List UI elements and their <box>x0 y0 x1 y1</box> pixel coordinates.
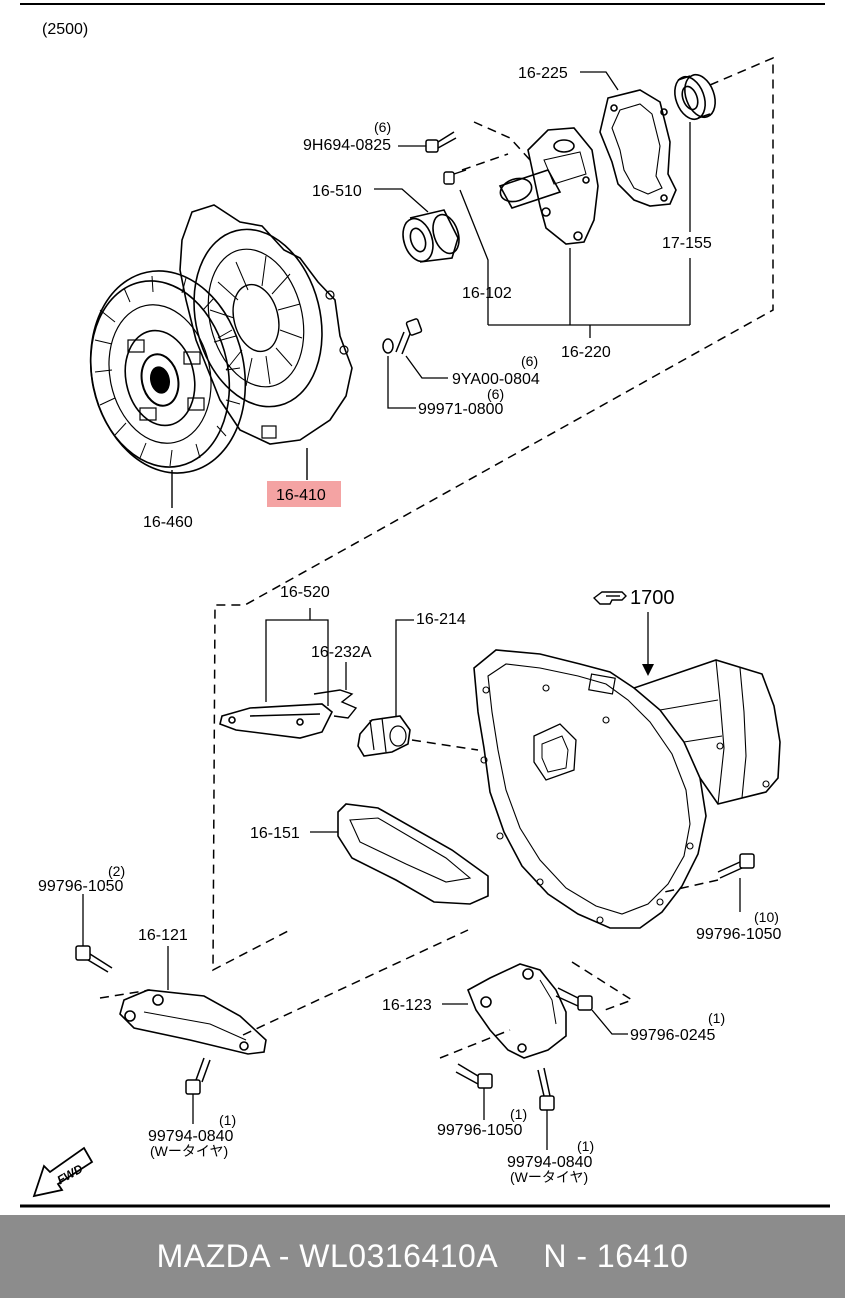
label-99794-0840-a: 99794-0840 <box>148 1128 234 1145</box>
part-number-caption: MAZDA - WL0316410A N - 16410 <box>156 1238 689 1274</box>
label-16-510: 16-510 <box>312 183 362 200</box>
spring-16-232a[interactable] <box>313 689 358 719</box>
qty-9h694: (6) <box>374 119 391 135</box>
bolt-16-102[interactable] <box>443 169 467 185</box>
label-9ya00-0804: 9YA00-0804 <box>452 371 540 388</box>
cover-16-123[interactable] <box>466 963 567 1059</box>
label-9h694-0825: 9H694-0825 <box>303 137 391 154</box>
washer-99971-0800[interactable] <box>382 338 394 354</box>
label-99796-1050-a: 99796-1050 <box>38 878 124 895</box>
qty-99796-a: (2) <box>108 863 125 879</box>
qty-99796-c: (1) <box>708 1010 725 1026</box>
release-bearing-16-510[interactable] <box>398 209 464 265</box>
label-16-121: 16-121 <box>138 927 188 944</box>
label-16-220: 16-220 <box>561 344 611 361</box>
qty-99794-a: (1) <box>219 1112 236 1128</box>
cover-plate-16-121[interactable] <box>119 989 267 1055</box>
release-fork-16-520[interactable] <box>219 703 334 739</box>
gasket-16-225[interactable] <box>599 89 677 207</box>
footer-bar: MAZDA - WL0316410A N - 16410 <box>0 1215 845 1298</box>
pressure-plate-16-410[interactable] <box>176 204 353 445</box>
label-16-151: 16-151 <box>250 825 300 842</box>
qty-99794-b: (1) <box>577 1138 594 1154</box>
label-1700: 1700 <box>630 587 675 609</box>
label-99796-1050-d: 99796-1050 <box>437 1122 523 1139</box>
fwd-arrow-icon: FWD <box>32 1146 94 1198</box>
qty-99796-d: (1) <box>510 1106 527 1122</box>
dust-cover-16-151[interactable] <box>337 803 489 905</box>
note-99794-a: (Wータイヤ) <box>150 1143 228 1159</box>
bolt-99796-1050-2[interactable] <box>75 945 113 973</box>
clutch-disc-16-460[interactable] <box>72 256 263 487</box>
label-16-225: 16-225 <box>518 65 568 82</box>
exploded-parts-diagram: (2500) <box>20 3 830 1208</box>
qty-9ya00: (6) <box>521 353 538 369</box>
bolt-99796-0245[interactable] <box>555 987 593 1011</box>
label-16-520: 16-520 <box>280 584 330 601</box>
bolt-9ya00-0804[interactable] <box>395 318 423 355</box>
highlight-box <box>267 481 341 507</box>
qty-99796-b: (10) <box>754 909 779 925</box>
dashed-boundary <box>99 56 774 1059</box>
label-99794-0840-b: 99794-0840 <box>507 1154 593 1171</box>
label-16-214: 16-214 <box>416 611 466 628</box>
label-17-155: 17-155 <box>662 235 712 252</box>
oil-seal-17-155[interactable] <box>669 71 720 124</box>
section-code: (2500) <box>42 21 88 38</box>
bolt-99796-1050-10[interactable] <box>717 853 755 879</box>
note-99794-b: (Wータイヤ) <box>510 1169 588 1185</box>
label-16-460: 16-460 <box>143 514 193 531</box>
pointing-hand-icon <box>592 591 627 605</box>
qty-99971: (6) <box>487 386 504 402</box>
label-16-102: 16-102 <box>462 285 512 302</box>
label-99796-1050-b: 99796-1050 <box>696 926 782 943</box>
label-99796-0245: 99796-0245 <box>630 1027 716 1044</box>
label-16-123: 16-123 <box>382 997 432 1014</box>
label-16-232a: 16-232A <box>311 644 372 661</box>
bolt-9h694-0825[interactable] <box>425 131 457 153</box>
release-guide-assembly-16-220[interactable] <box>497 127 599 245</box>
transmission-case-1700[interactable] <box>473 649 781 929</box>
label-16-410: 16-410 <box>276 487 326 504</box>
bolt-99796-1050-1[interactable] <box>455 1063 493 1089</box>
boot-16-214[interactable] <box>357 715 411 757</box>
bolt-99794-0840-left[interactable] <box>185 1057 211 1095</box>
label-99971-0800: 99971-0800 <box>418 401 504 418</box>
bolt-99794-0840-right[interactable] <box>537 1067 555 1111</box>
